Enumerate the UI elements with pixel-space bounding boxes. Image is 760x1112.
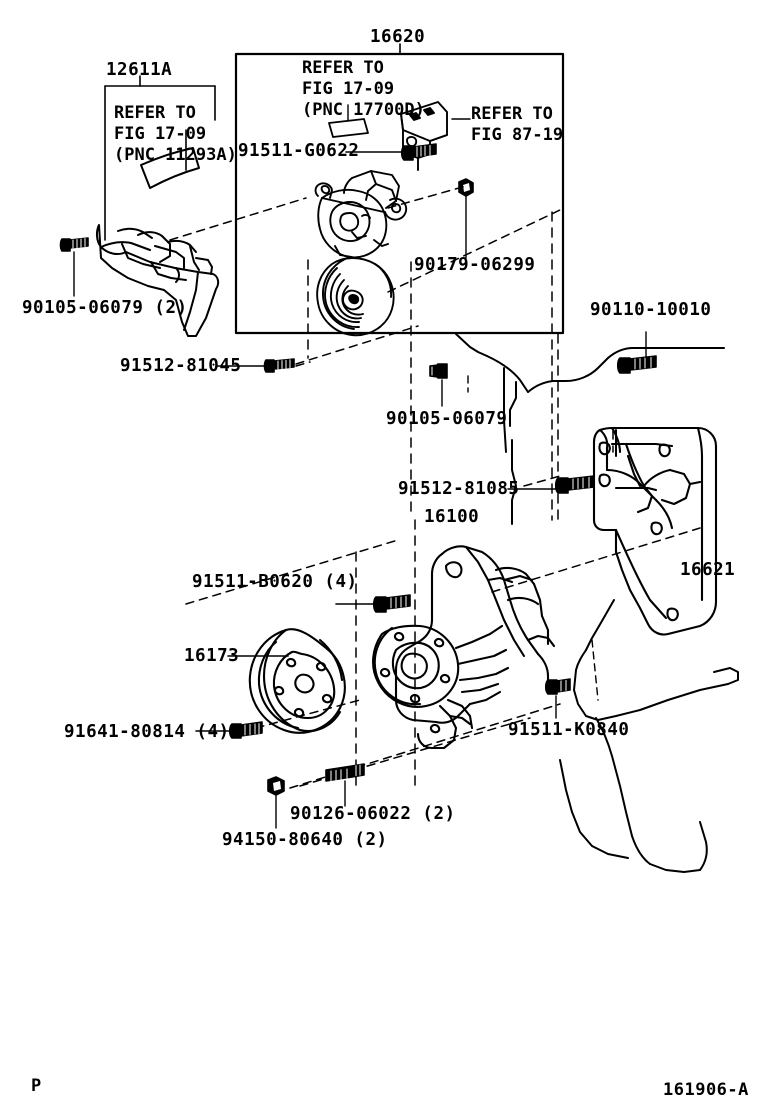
part-gasket-17700D <box>328 118 369 138</box>
label-90126-06022-2: 90126-06022 (2) <box>290 804 456 824</box>
label-90105-06079-2: 90105-06079 (2) <box>22 298 188 318</box>
page-marker: P <box>31 1076 42 1096</box>
label-16621: 16621 <box>680 560 736 580</box>
sheet-code: 161906-A <box>663 1080 749 1100</box>
bolt-90110-10010-icon <box>616 355 657 374</box>
nut-94150-80640-icon <box>267 776 285 796</box>
label-91641-80814-4: 91641-80814 (4) <box>64 722 230 742</box>
part-16100-water-pump <box>372 545 556 750</box>
stud-90126-06022-icon <box>325 763 365 782</box>
label-91511-B0620-4: 91511-B0620 (4) <box>192 572 358 592</box>
label-12611A: 12611A <box>106 60 173 80</box>
refer-note-87-19: REFER TO FIG 87-19 <box>471 104 564 145</box>
engine-block-lower-contour <box>559 599 739 873</box>
bolt-91511-B0620-icon <box>372 594 411 613</box>
part-16620-tensioner <box>314 170 408 337</box>
label-16620: 16620 <box>370 27 426 47</box>
refer-note-12611A: REFER TO FIG 17-09 (PNC 11293A) <box>114 103 237 165</box>
label-91512-81045: 91512-81045 <box>120 356 242 376</box>
bolt-91512-81045-icon <box>263 358 295 373</box>
label-91511-K0840: 91511-K0840 <box>508 720 630 740</box>
part-12611A-plate <box>140 147 200 189</box>
part-16173-pulley <box>248 628 346 734</box>
label-90105-06079: 90105-06079 <box>386 409 508 429</box>
exploded-axis-dashed <box>307 211 614 793</box>
bolt-91641-80814-icon <box>228 721 263 739</box>
label-16100: 16100 <box>424 507 480 527</box>
bolt-90105-06079-icon <box>429 363 448 379</box>
nut-90179-06299-icon <box>458 178 474 197</box>
refer-note-16620: REFER TO FIG 17-09 (PNC 17700D) <box>302 58 425 120</box>
label-94150-80640-2: 94150-80640 (2) <box>222 830 388 850</box>
bolt-91511-K0840-icon <box>544 678 571 695</box>
bolt-90105-06079-2-icon <box>59 237 89 252</box>
label-90110-10010: 90110-10010 <box>590 300 712 320</box>
part-left-bracket <box>95 224 220 337</box>
label-91511-G0622: 91511-G0622 <box>238 141 360 161</box>
bolt-91511-G0622-icon <box>400 143 437 161</box>
group-box-16620 <box>234 52 565 335</box>
engine-block-outline <box>455 333 725 525</box>
label-91512-81085: 91512-81085 <box>398 479 520 499</box>
label-16173: 16173 <box>184 646 240 666</box>
part-bracket-87-19 <box>400 101 448 171</box>
part-16621-bracket <box>592 426 718 636</box>
label-90179-06299: 90179-06299 <box>414 255 536 275</box>
bolt-91512-81085-icon <box>554 475 595 494</box>
